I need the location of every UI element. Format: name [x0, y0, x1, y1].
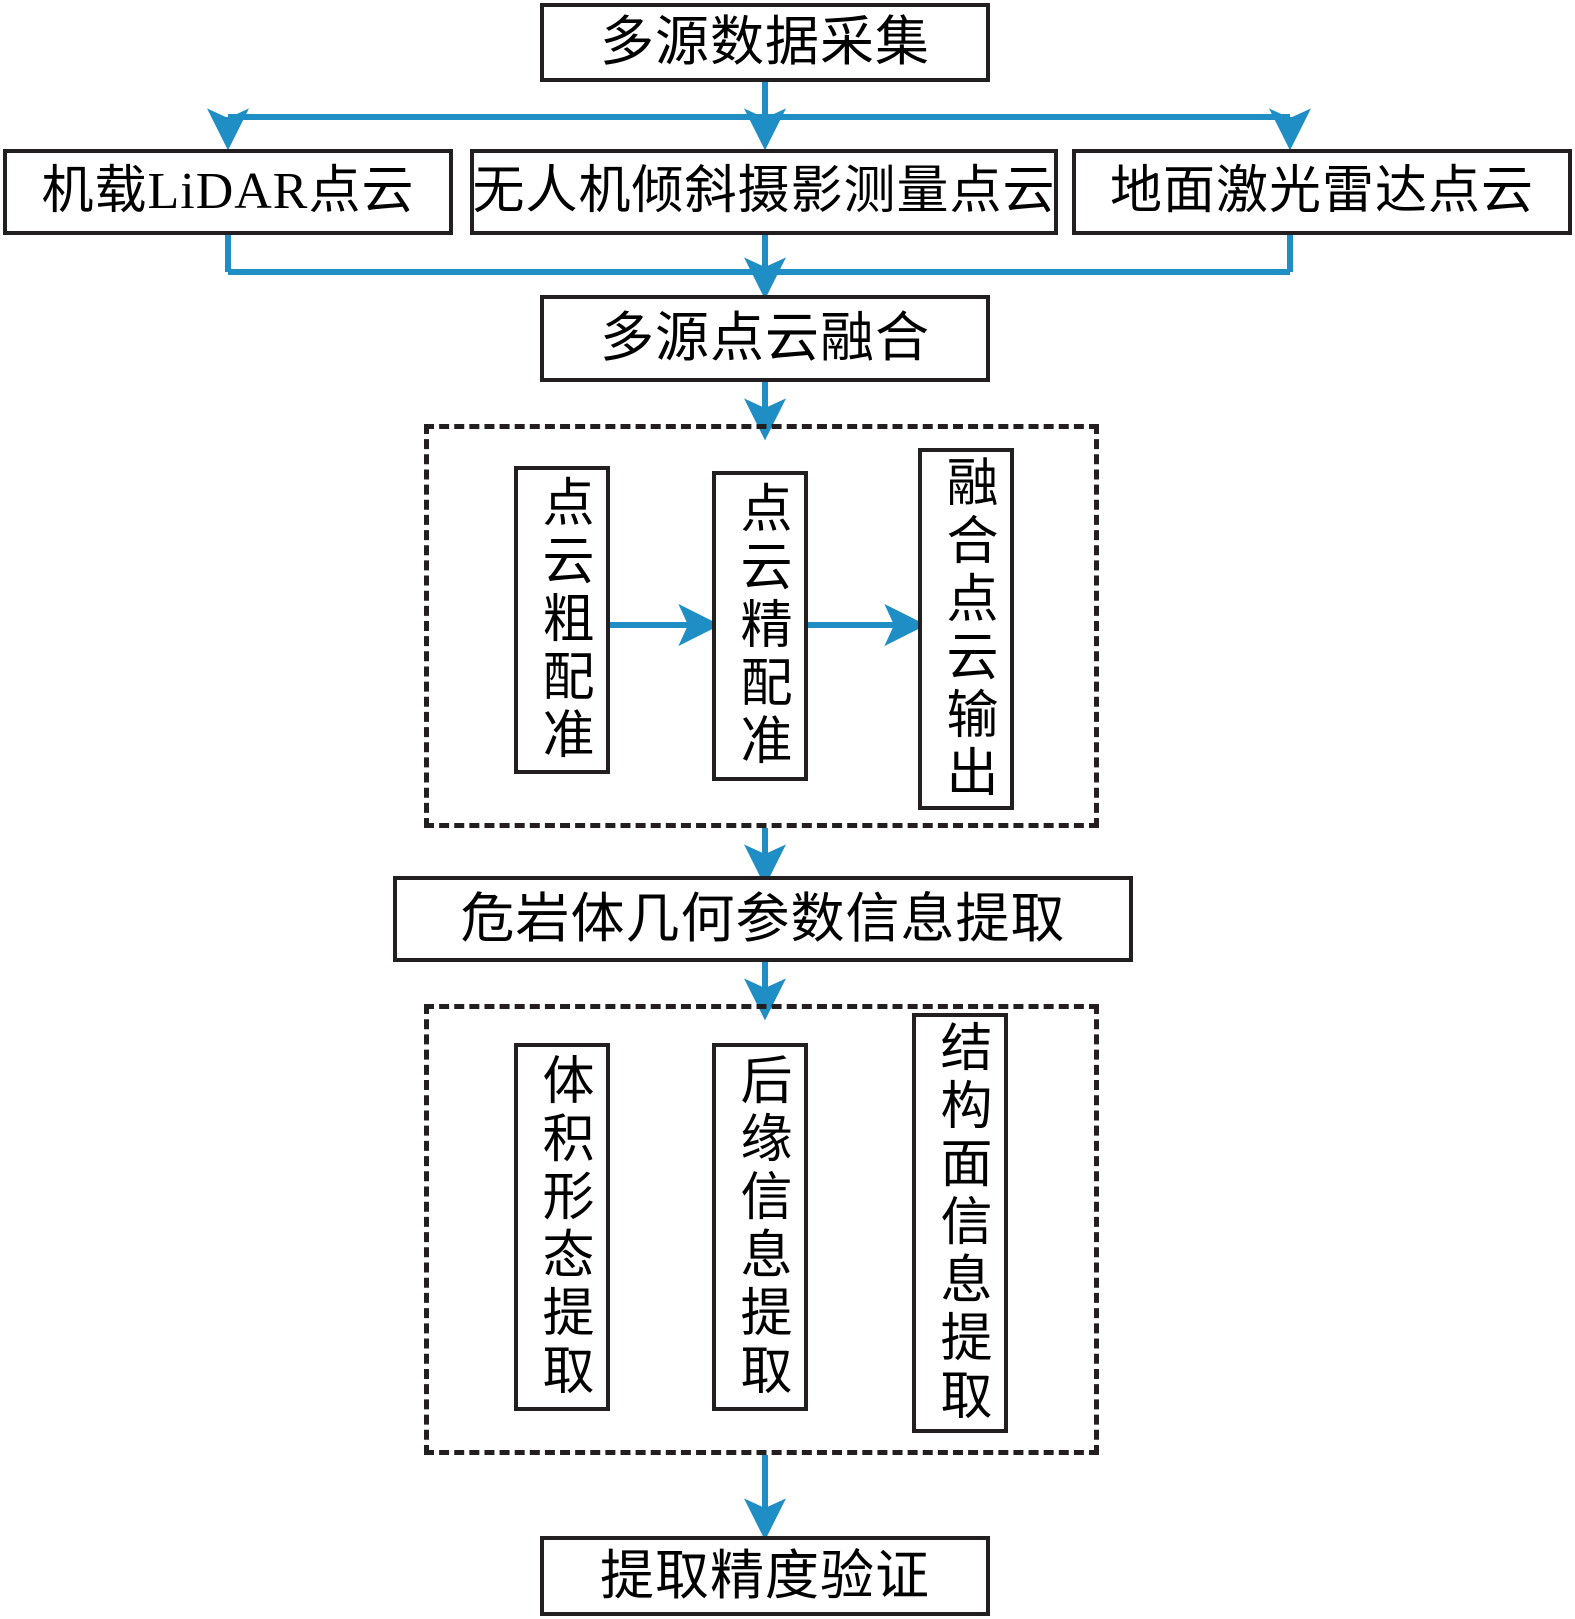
node-label: 提取精度验证 — [600, 1545, 930, 1606]
node-label: 无人机倾斜摄影测量点云 — [472, 162, 1056, 220]
group-point-cloud-fusion-pipeline — [424, 424, 1099, 828]
node-airborne-lidar-point-cloud[interactable]: 机载LiDAR点云 — [3, 149, 453, 235]
node-label: 点云精配准 — [732, 481, 789, 771]
node-label: 点云粗配准 — [534, 475, 591, 765]
node-coarse-registration[interactable]: 点云粗配准 — [514, 466, 610, 774]
node-extraction-accuracy-validation[interactable]: 提取精度验证 — [540, 1536, 990, 1616]
node-label: 多源点云融合 — [600, 308, 930, 369]
node-multi-source-point-cloud-fusion[interactable]: 多源点云融合 — [540, 295, 990, 382]
node-terrestrial-laser-scanning-point-cloud[interactable]: 地面激光雷达点云 — [1072, 149, 1572, 235]
node-structural-plane-information-extraction[interactable]: 结构面信息提取 — [912, 1013, 1008, 1433]
node-uav-oblique-photogrammetry-point-cloud[interactable]: 无人机倾斜摄影测量点云 — [470, 149, 1058, 235]
node-multi-source-data-acquisition[interactable]: 多源数据采集 — [540, 3, 990, 82]
node-fused-point-cloud-output[interactable]: 融合点云输出 — [918, 448, 1014, 810]
node-label: 后缘信息提取 — [732, 1053, 789, 1401]
node-label: 结构面信息提取 — [932, 1020, 989, 1426]
node-label: 地面激光雷达点云 — [1109, 162, 1534, 220]
node-rock-mass-geometric-parameter-extraction[interactable]: 危岩体几何参数信息提取 — [393, 876, 1133, 962]
node-label: 危岩体几何参数信息提取 — [460, 888, 1066, 949]
node-trailing-edge-information-extraction[interactable]: 后缘信息提取 — [712, 1043, 808, 1411]
node-volume-morphology-extraction[interactable]: 体积形态提取 — [514, 1043, 610, 1411]
node-label: 多源数据采集 — [600, 12, 930, 73]
node-label: 机载LiDAR点云 — [41, 162, 415, 220]
node-label: 融合点云输出 — [938, 455, 995, 803]
group-extraction-subtasks — [424, 1004, 1099, 1455]
node-fine-registration[interactable]: 点云精配准 — [712, 471, 808, 781]
node-label: 体积形态提取 — [534, 1053, 591, 1401]
